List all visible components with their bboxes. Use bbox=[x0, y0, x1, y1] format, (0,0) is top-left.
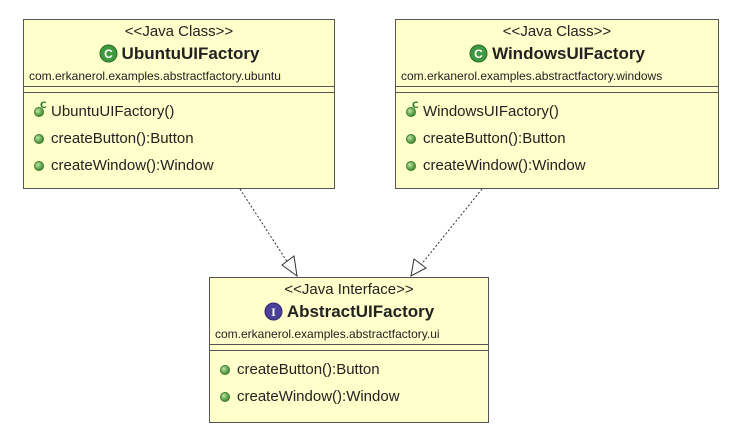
public-method-icon bbox=[34, 160, 44, 171]
class-badge-icon: C bbox=[469, 44, 488, 63]
method-member[interactable]: createButton():Button bbox=[396, 125, 718, 152]
interface-name: AbstractUIFactory bbox=[286, 301, 435, 321]
realization-line-ubuntu bbox=[239, 188, 291, 267]
interface-badge-icon: I bbox=[264, 302, 283, 321]
public-method-icon bbox=[34, 133, 44, 144]
member-label: createWindow():Window bbox=[423, 157, 586, 174]
public-method-icon bbox=[220, 364, 230, 375]
class-title: C UbuntuUIFactory bbox=[24, 41, 334, 66]
class-badge-letter: C bbox=[474, 47, 483, 61]
method-member[interactable]: createButton():Button bbox=[210, 356, 488, 383]
public-method-icon bbox=[220, 391, 230, 402]
member-label: createWindow():Window bbox=[237, 388, 400, 405]
method-member[interactable]: createButton():Button bbox=[24, 125, 334, 152]
class-badge-letter: C bbox=[104, 47, 113, 61]
public-constructor-icon: C bbox=[406, 101, 419, 117]
realization-line-windows bbox=[419, 188, 483, 267]
operation-compartment: createButton():Button createWindow():Win… bbox=[210, 350, 488, 410]
member-label: createButton():Button bbox=[237, 361, 380, 378]
class-name: WindowsUIFactory bbox=[492, 43, 645, 63]
public-method-icon bbox=[406, 133, 416, 144]
stereotype-label: <<Java Class>> bbox=[502, 23, 612, 40]
member-label: createWindow():Window bbox=[51, 157, 214, 174]
method-member[interactable]: createWindow():Window bbox=[24, 152, 334, 179]
member-label: UbuntuUIFactory() bbox=[51, 103, 175, 120]
class-name: UbuntuUIFactory bbox=[121, 43, 260, 63]
attribute-compartment bbox=[396, 86, 718, 92]
package-name: com.erkanerol.examples.abstractfactory.w… bbox=[401, 69, 663, 83]
method-member[interactable]: createWindow():Window bbox=[396, 152, 718, 179]
class-title: C WindowsUIFactory bbox=[396, 41, 718, 66]
member-label: WindowsUIFactory() bbox=[423, 103, 559, 120]
stereotype-label: <<Java Class>> bbox=[124, 23, 234, 40]
public-method-icon bbox=[406, 160, 416, 171]
class-box-windows-ui-factory[interactable]: <<Java Class>> C WindowsUIFactory com.er… bbox=[395, 19, 719, 189]
interface-title: I AbstractUIFactory bbox=[210, 299, 488, 324]
constructor-member[interactable]: C UbuntuUIFactory() bbox=[24, 98, 334, 125]
member-label: createButton():Button bbox=[423, 130, 566, 147]
method-member[interactable]: createWindow():Window bbox=[210, 383, 488, 410]
attribute-compartment bbox=[24, 86, 334, 92]
public-constructor-icon: C bbox=[34, 101, 47, 117]
interface-box-abstract-ui-factory[interactable]: <<Java Interface>> I AbstractUIFactory c… bbox=[209, 277, 489, 423]
class-badge-icon: C bbox=[99, 44, 118, 63]
operation-compartment: C UbuntuUIFactory() createButton():Butto… bbox=[24, 92, 334, 179]
realization-arrowhead-windows bbox=[410, 258, 427, 277]
attribute-compartment bbox=[210, 344, 488, 350]
class-box-ubuntu-ui-factory[interactable]: <<Java Class>> C UbuntuUIFactory com.erk… bbox=[23, 19, 335, 189]
operation-compartment: C WindowsUIFactory() createButton():Butt… bbox=[396, 92, 718, 179]
realization-arrowhead-ubuntu bbox=[281, 255, 298, 278]
constructor-member[interactable]: C WindowsUIFactory() bbox=[396, 98, 718, 125]
package-name: com.erkanerol.examples.abstractfactory.u… bbox=[215, 327, 440, 341]
package-name: com.erkanerol.examples.abstractfactory.u… bbox=[29, 69, 281, 83]
stereotype-label: <<Java Interface>> bbox=[284, 281, 414, 298]
member-label: createButton():Button bbox=[51, 130, 194, 147]
interface-badge-letter: I bbox=[271, 305, 276, 319]
